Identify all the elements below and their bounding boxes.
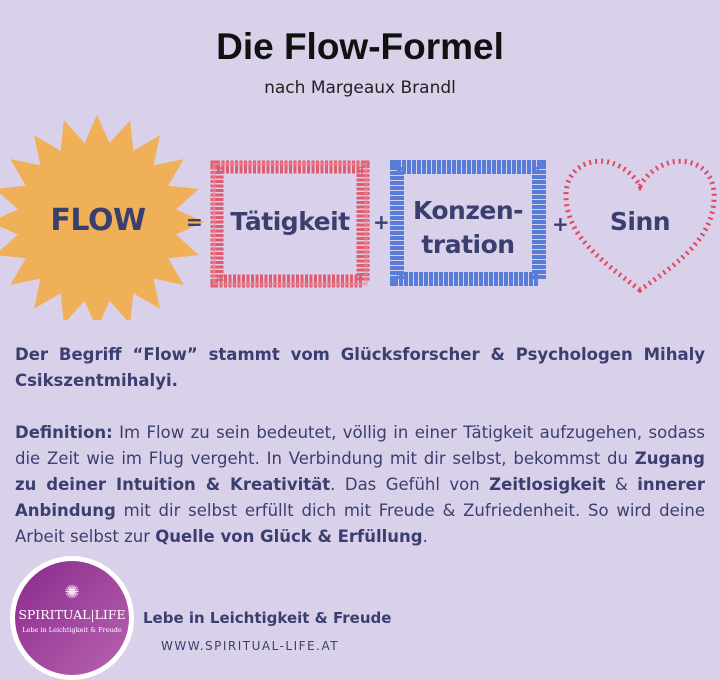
definition-text: mit dir selbst erfüllt dich mit Freude &… xyxy=(15,501,705,546)
equals-sign: = xyxy=(186,210,203,234)
starburst-shape xyxy=(0,115,204,320)
definition-bold: Quelle von Glück & Erfüllung xyxy=(155,527,423,546)
subtitle: nach Margeaux Brandl xyxy=(264,78,456,98)
definition-bold: Zeitlosigkeit xyxy=(489,475,606,494)
blue-frame xyxy=(390,160,546,286)
term-sinn: Sinn xyxy=(609,207,671,236)
definition-paragraph: Definition: Im Flow zu sein bedeutet, vö… xyxy=(15,420,705,550)
term-konzentration: Konzen- tration xyxy=(395,196,541,262)
definition-label: Definition: xyxy=(15,423,113,442)
website-link[interactable]: WWW.SPIRITUAL-LIFE.AT xyxy=(161,639,340,653)
definition-text: & xyxy=(605,475,638,494)
plus-sign-2: + xyxy=(552,212,569,236)
definition-text: . xyxy=(422,527,428,546)
description-text: Der Begriff “Flow” stammt vom Glücksfors… xyxy=(15,342,705,550)
heart-shape xyxy=(563,158,717,294)
dandelion-icon: ✺ xyxy=(64,582,80,603)
plus-sign-1: + xyxy=(373,210,390,234)
term-konzentration-line1: Konzen- xyxy=(412,196,524,225)
intro-text: Der Begriff “Flow” stammt vom Glücksfors… xyxy=(15,345,705,390)
formula-graphics xyxy=(0,115,717,320)
term-konzentration-line2: tration xyxy=(421,230,515,259)
footer-tagline: Lebe in Leichtigkeit & Freude xyxy=(143,609,392,627)
definition-text: Im Flow zu sein bedeutet, völlig in eine… xyxy=(15,423,705,468)
spiritual-life-logo: ✺ SPIRITUAL|LIFE Lebe in Leichtigkeit & … xyxy=(10,556,134,680)
definition-bold: innerer Anbindung xyxy=(15,475,705,520)
definition-bold: Zugang zu deiner Intuition & Kreativität xyxy=(15,449,705,494)
flow-label: FLOW xyxy=(50,203,146,238)
logo-tagline: Lebe in Leichtigkeit & Freude xyxy=(22,626,122,634)
logo-name: SPIRITUAL|LIFE xyxy=(18,607,126,622)
page-title: Die Flow-Formel xyxy=(216,26,504,67)
red-frame xyxy=(210,160,370,288)
term-taetigkeit: Tätigkeit xyxy=(230,207,350,236)
intro-paragraph: Der Begriff “Flow” stammt vom Glücksfors… xyxy=(15,342,705,394)
definition-text: . Das Gefühl von xyxy=(330,475,490,494)
